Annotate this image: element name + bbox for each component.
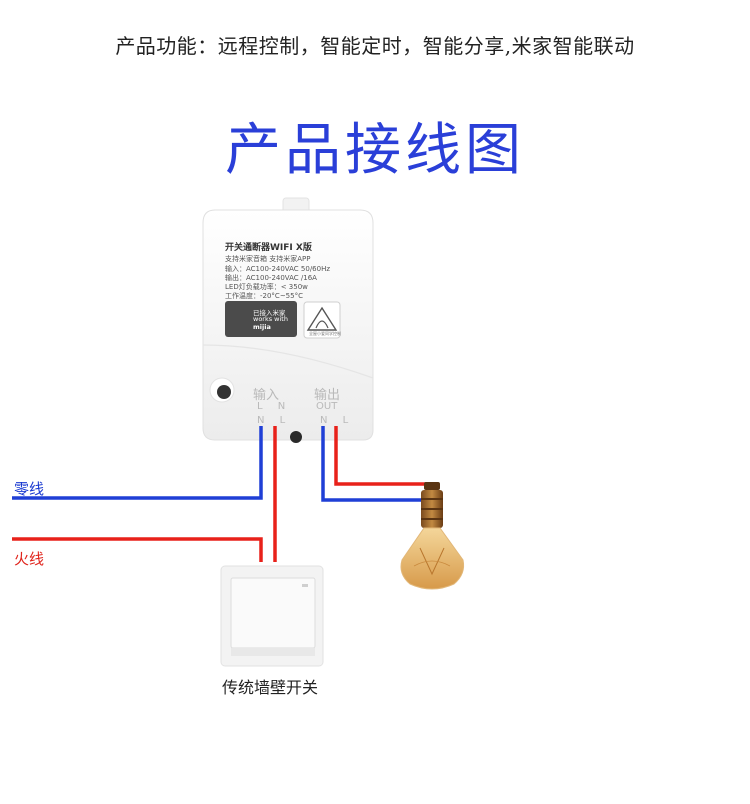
cert-text: 全屋小爱同学控制 [309, 331, 341, 336]
features-line: 产品功能：远程控制，智能定时，智能分享,米家智能联动 [115, 34, 635, 58]
device-spec-line: 工作温度：-20°C~55°C [225, 292, 303, 300]
input-sub-label: L N [257, 401, 292, 412]
output-sub-label: OUT [316, 401, 338, 412]
live-wire-label: 火线 [14, 550, 45, 568]
xiaoai-cert-icon [303, 301, 341, 339]
device-spec-line: 支持米家音箱 支持米家APP [225, 255, 311, 263]
light-bulb-icon [400, 482, 465, 590]
mijia-badge-text: mijia [253, 323, 271, 331]
neutral-wire-label: 零线 [14, 480, 45, 498]
input-terminals: N L [257, 415, 292, 426]
mijia-badge-text: 已接入米家 [253, 309, 286, 317]
neutral-wire [12, 426, 263, 500]
main-title: 产品接线图 [225, 118, 525, 183]
mijia-badge [225, 301, 297, 337]
device-spec-line: LED灯负载功率：< 350w [225, 283, 308, 291]
wall-switch [220, 565, 324, 667]
mijia-badge-text: works with [253, 315, 288, 323]
device-spec-line: 输出：AC100-240VAC /16A [225, 274, 317, 282]
wall-switch-label: 传统墙壁开关 [222, 678, 319, 697]
live-input-wire [12, 426, 277, 562]
input-label: 输入 [253, 388, 280, 403]
device-spec-line: 输入：AC100-240VAC 50/60Hz [225, 265, 331, 273]
output-terminals: N L [320, 415, 355, 426]
output-label: 输出 [314, 388, 341, 403]
device-title: 开关通断器WIFI X版 [225, 243, 312, 253]
